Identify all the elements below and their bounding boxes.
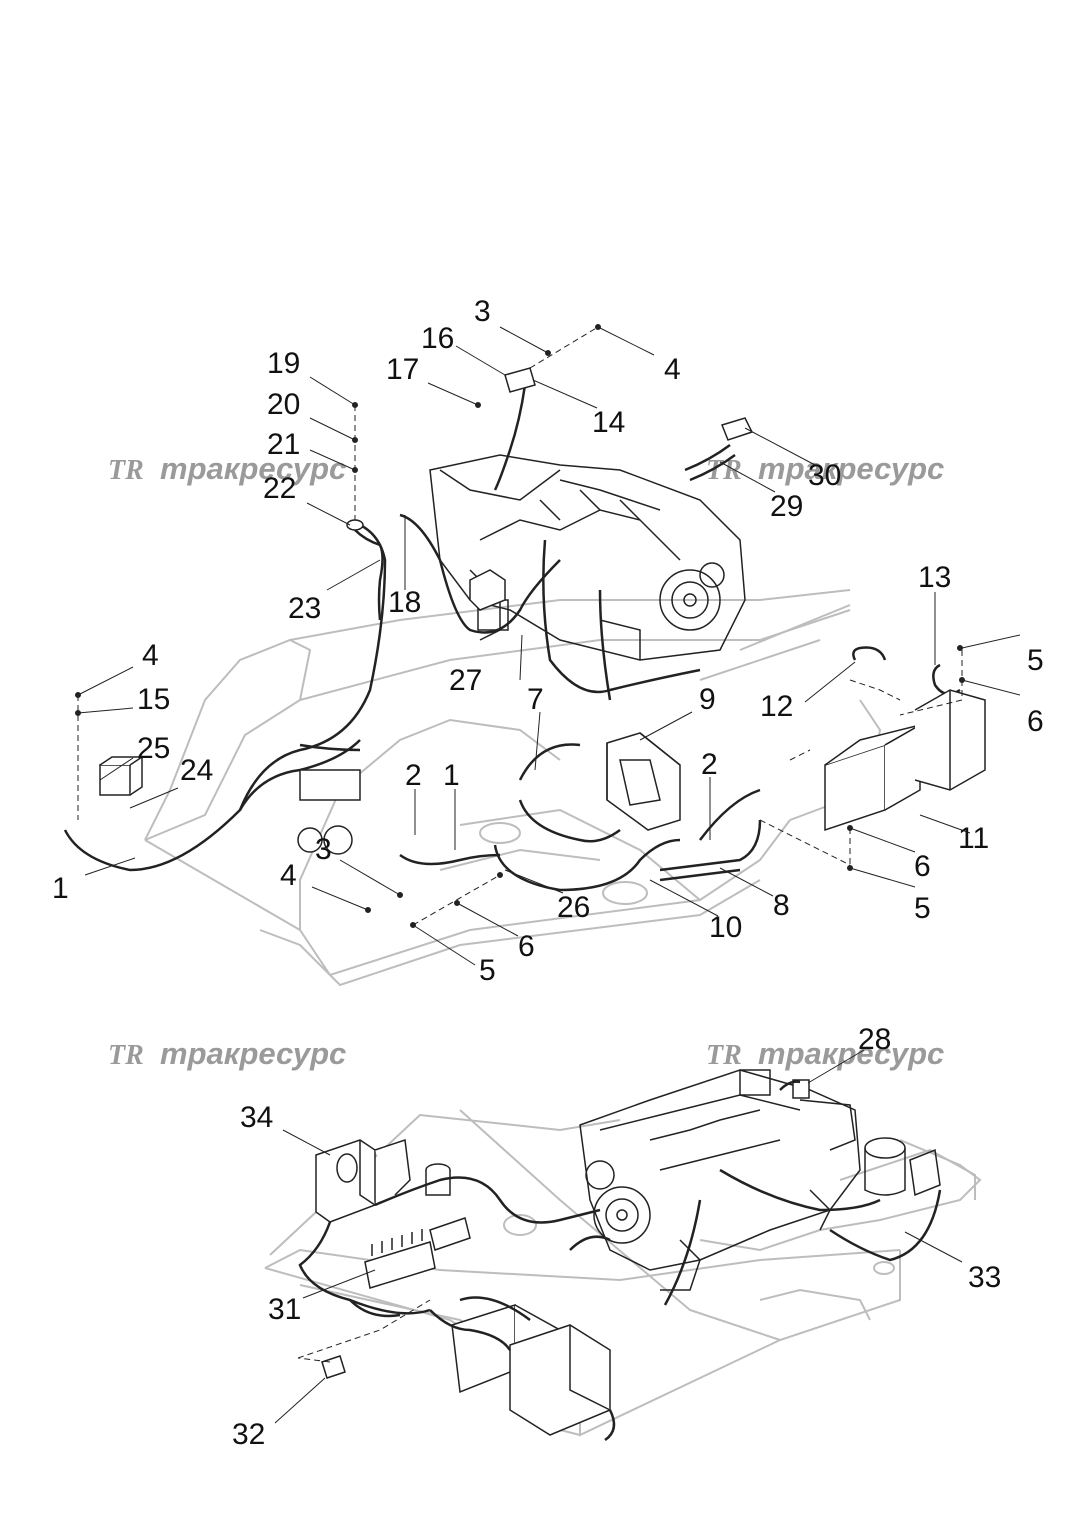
callout-label: 22 [263, 472, 296, 505]
callout-label: 28 [858, 1023, 891, 1056]
callout-label: 15 [137, 683, 170, 716]
callout-label: 25 [137, 732, 170, 765]
callout-label: 4 [664, 353, 681, 386]
callout-label: 6 [914, 850, 931, 883]
callout-label: 32 [232, 1418, 265, 1451]
callout-label: 1 [52, 872, 69, 905]
callout-label: 33 [968, 1261, 1001, 1294]
components-lower [315, 1079, 810, 1436]
callout-label: 6 [1027, 705, 1044, 738]
callout-label: 3 [315, 833, 332, 866]
callout-label: 18 [388, 586, 421, 619]
watermark: TR тракресурс [108, 451, 346, 486]
watermark-logo: TR [108, 455, 144, 486]
assembly-lines-upper [77, 326, 963, 926]
callout-label: 34 [240, 1101, 273, 1134]
engine-upper [429, 454, 746, 661]
watermark-text: тракресурс [160, 451, 346, 486]
callout-label: 29 [770, 490, 803, 523]
watermark-text: тракресурс [758, 451, 944, 486]
callout-label: 23 [288, 592, 321, 625]
watermark: TR тракресурс [706, 451, 944, 486]
callout-label: 5 [914, 892, 931, 925]
callout-label: 17 [386, 353, 419, 386]
watermark-text: тракресурс [160, 1036, 346, 1071]
callout-label: 2 [701, 748, 718, 781]
callout-label: 3 [474, 295, 491, 328]
callout-label: 21 [267, 428, 300, 461]
callout-label: 13 [918, 561, 951, 594]
callout-label: 20 [267, 388, 300, 421]
watermark: TR тракресурс [108, 1036, 346, 1071]
leader-lines [77, 326, 1021, 1424]
callout-label: 2 [405, 759, 422, 792]
callout-labels: 3 16 17 4 14 19 20 21 22 30 29 23 18 13 … [52, 295, 1044, 1451]
callout-label: 27 [449, 664, 482, 697]
callout-label: 6 [518, 930, 535, 963]
callout-label: 14 [592, 406, 625, 439]
callout-label: 12 [760, 690, 793, 723]
callout-label: 5 [479, 954, 496, 987]
callout-label: 4 [142, 639, 159, 672]
assembly-lines-lower [297, 1299, 431, 1363]
watermark-logo: TR [706, 1040, 742, 1071]
callout-label: 4 [280, 859, 297, 892]
callout-label: 31 [268, 1293, 301, 1326]
callout-label: 24 [180, 754, 213, 787]
components-upper [99, 367, 986, 855]
callout-label: 16 [421, 322, 454, 355]
callout-label: 19 [267, 347, 300, 380]
watermark: TR тракресурс [706, 1036, 944, 1071]
upper-frame [144, 589, 882, 987]
watermark-text: тракресурс [758, 1036, 944, 1071]
callout-label: 11 [958, 822, 989, 855]
callout-label: 7 [527, 683, 544, 716]
callout-label: 5 [1027, 644, 1044, 677]
callout-label: 1 [443, 759, 460, 792]
callout-label: 8 [773, 889, 790, 922]
callout-label: 26 [557, 891, 590, 924]
watermark-logo: TR [108, 1040, 144, 1071]
engine-lower [579, 1069, 941, 1291]
callout-label: 9 [699, 683, 716, 716]
callout-label: 10 [709, 911, 742, 944]
callout-label: 30 [808, 459, 841, 492]
